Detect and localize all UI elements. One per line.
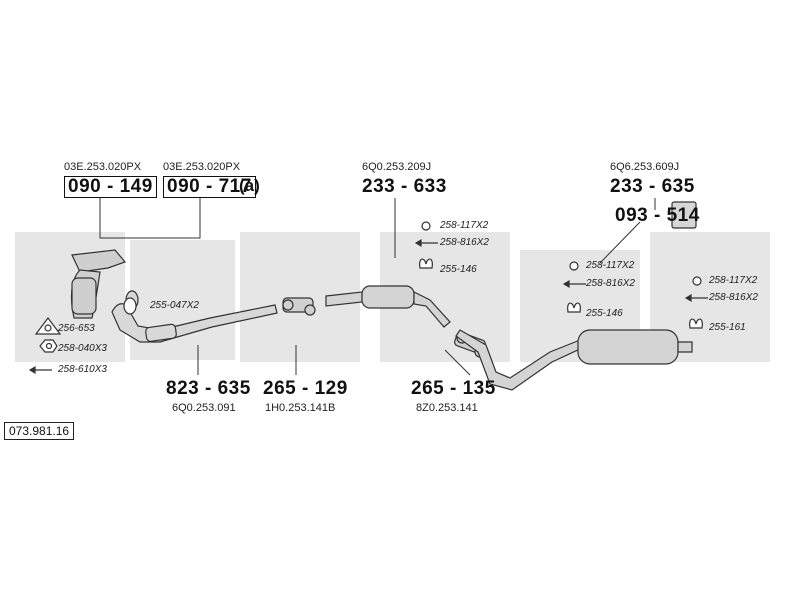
oem-ref-p2: 03E.253.020PX: [163, 161, 241, 173]
part-number-p7: 265 - 129: [263, 378, 348, 399]
rear-silencer-part: [455, 329, 693, 391]
small-part-code: 258-816X2: [709, 292, 758, 303]
small-part-code: 256-653: [58, 323, 95, 334]
small-part-code: 255-161: [709, 322, 746, 333]
oem-ref-p4: 6Q6.253.609J: [610, 161, 680, 173]
rubber-hanger-icon: [689, 318, 703, 329]
small-part-code: 255-047X2: [150, 300, 199, 311]
small-part-code: 258-816X2: [586, 278, 635, 289]
oem-ref-p3: 6Q0.253.209J: [362, 161, 432, 173]
nut-icon: [569, 261, 579, 271]
clamp-part-265-129: [282, 297, 316, 316]
part-suffix-p2: (a): [239, 176, 260, 195]
manifold-catalyst-part: [70, 249, 127, 319]
part-number-p6: 823 - 635: [166, 378, 251, 399]
rubber-hanger-icon: [567, 302, 581, 313]
small-part-code: 258-040X3: [58, 343, 107, 354]
clamp-icon: [123, 297, 137, 315]
bracket-icon: [671, 201, 697, 229]
oem-ref-p1: 03E.253.020PX: [64, 161, 142, 173]
small-part-code: 258-117X2: [586, 260, 635, 271]
catalog-number: 073.981.16: [4, 422, 75, 440]
small-part-icons: [28, 201, 708, 375]
oem-ref-p7: 1H0.253.141B: [265, 402, 336, 414]
nut-icon: [692, 276, 702, 286]
small-part-code: 255-146: [440, 264, 477, 275]
part-number-p2: 090 - 717: [163, 176, 256, 198]
small-part-code: 258-117X2: [709, 275, 758, 286]
center-silencer-part: [325, 285, 451, 328]
part-number-p4: 233 - 635: [610, 176, 695, 197]
leader-lines: [99, 198, 656, 376]
part-number-p8: 265 - 135: [411, 378, 496, 399]
small-part-code: 255-146: [586, 308, 623, 319]
part-number-p1: 090 - 149: [64, 176, 157, 198]
rubber-hanger-icon: [419, 258, 433, 269]
small-part-code: 258-816X2: [440, 237, 489, 248]
oem-ref-p6: 6Q0.253.091: [172, 402, 236, 414]
oem-ref-p8: 8Z0.253.141: [416, 402, 478, 414]
small-part-code: 258-117X2: [440, 220, 489, 231]
nut-icon: [421, 221, 431, 231]
part-number-p5: 093 - 514: [615, 205, 700, 226]
small-part-code: 258-610X3: [58, 364, 107, 375]
part-number-p3: 233 - 633: [362, 176, 447, 197]
